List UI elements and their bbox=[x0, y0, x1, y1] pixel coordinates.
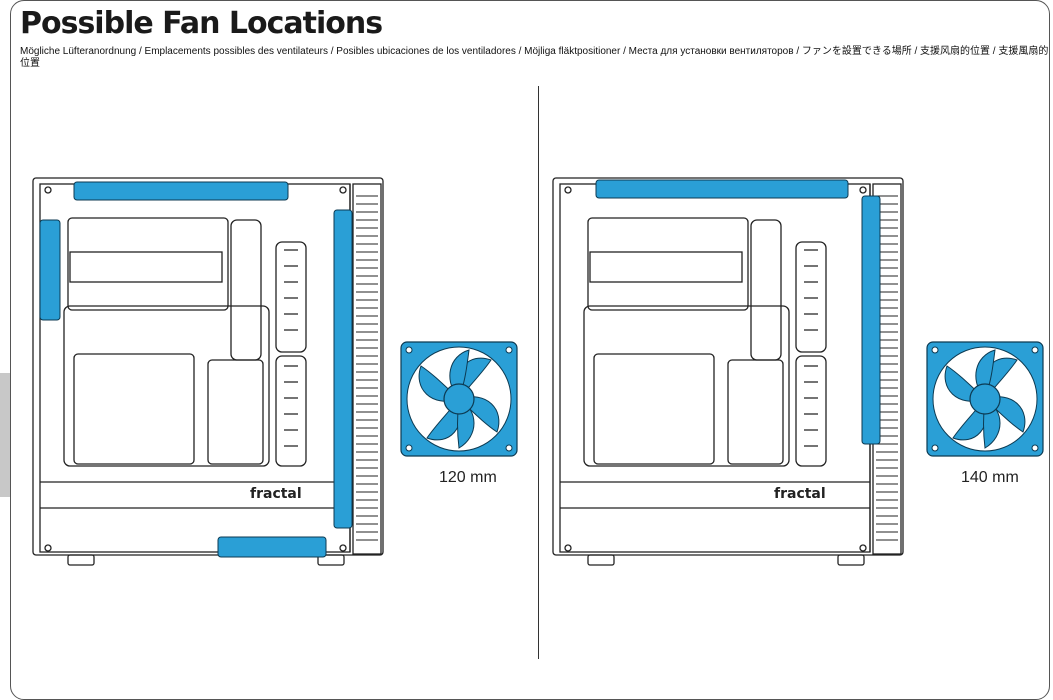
page-title: Possible Fan Locations bbox=[20, 6, 383, 41]
brand-logo: fractal bbox=[774, 486, 826, 502]
page-subtitle: Mögliche Lüfteranordnung / Emplacements … bbox=[20, 46, 1049, 69]
fan-size-label-140: 140 mm bbox=[961, 469, 1019, 486]
case-diagram-120: fractal bbox=[32, 177, 384, 566]
fan-icon bbox=[926, 341, 1044, 457]
fan-size-label-120: 120 mm bbox=[439, 469, 497, 486]
panel-divider bbox=[538, 86, 539, 659]
side-tab bbox=[0, 373, 10, 497]
fan-icon bbox=[400, 341, 518, 457]
case-diagram-140: fractal bbox=[552, 177, 904, 566]
brand-logo: fractal bbox=[250, 486, 302, 502]
